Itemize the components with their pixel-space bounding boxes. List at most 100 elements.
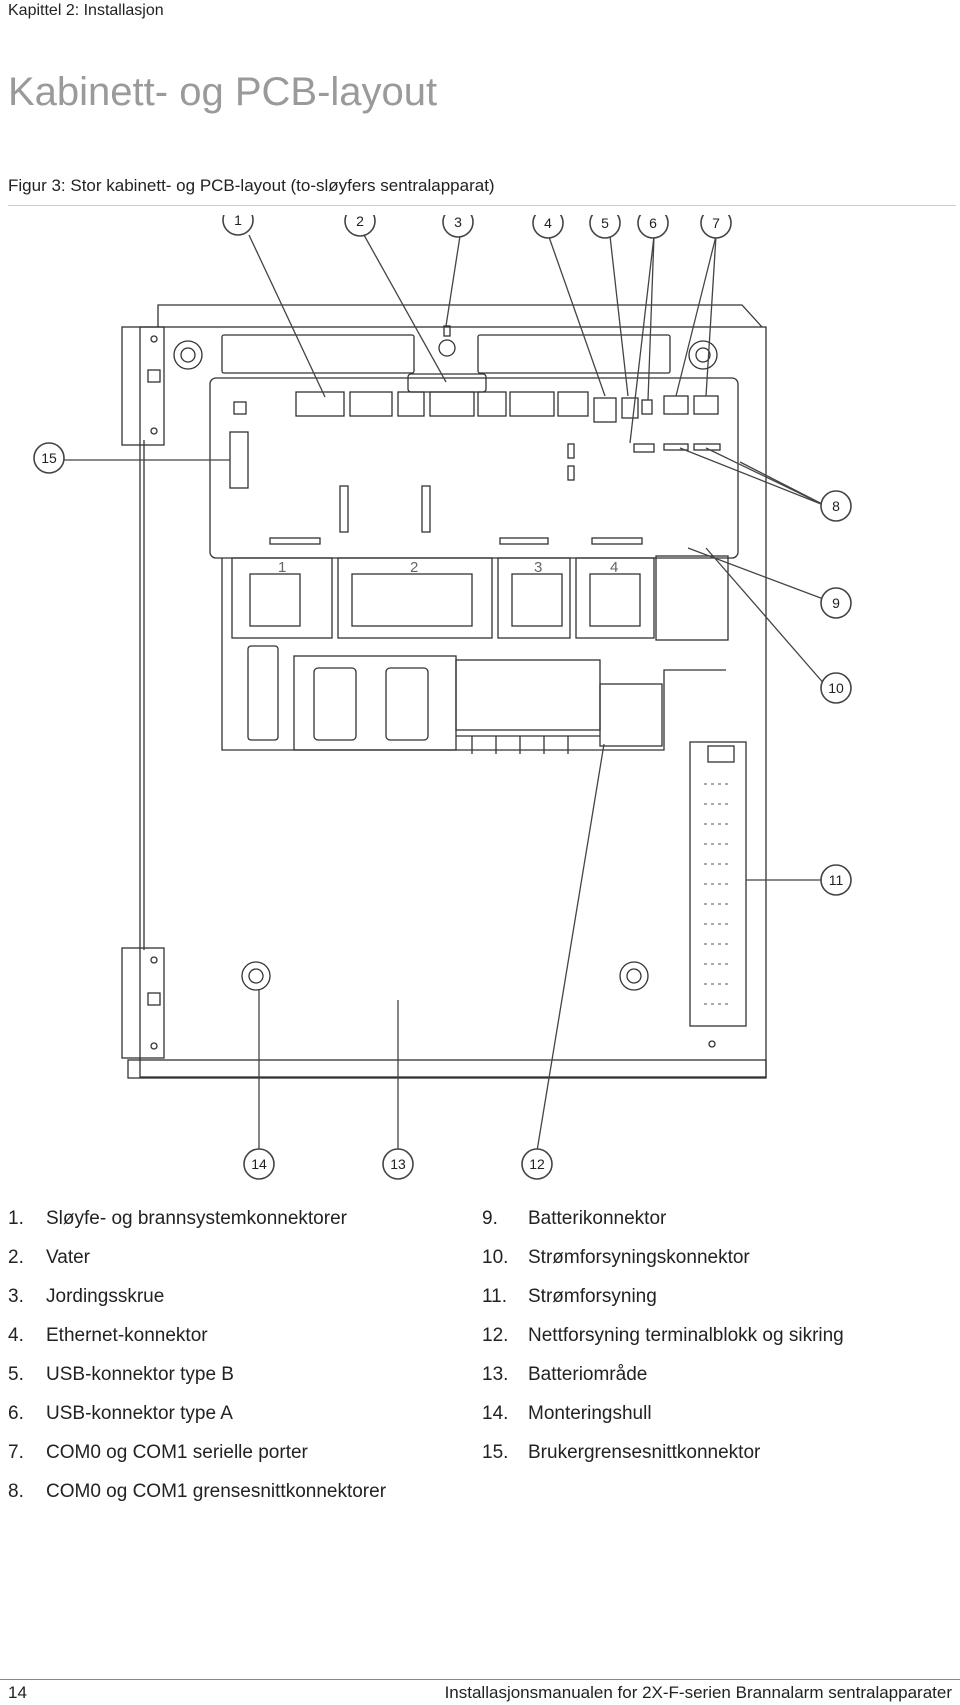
legend-num: 6. [8, 1403, 24, 1424]
com-header-1 [663, 443, 689, 451]
callout-12 [521, 1148, 553, 1180]
pcb-mark-3: 3 [534, 559, 542, 576]
callout-label-3: 3 [454, 215, 462, 230]
level-keyhole [438, 339, 456, 357]
com-header-2 [693, 443, 721, 451]
callout-label-8: 8 [832, 498, 840, 514]
legend-text: Sløyfe- og brannsystemkonnektorer [46, 1208, 347, 1229]
cabinet-top-edge [157, 304, 763, 328]
callout-label-13: 13 [390, 1156, 406, 1172]
legend-num: 4. [8, 1325, 24, 1346]
legend-text: Brukergrensesnittkonnektor [528, 1442, 761, 1463]
legend-left-5: 5. USB-konnektor type B [8, 1364, 234, 1386]
callout-14 [243, 1148, 275, 1180]
footer-divider [0, 1679, 960, 1680]
callout-label-12: 12 [529, 1156, 545, 1172]
loop-module-bay [231, 555, 729, 641]
legend-left-3: 3. Jordingsskrue [8, 1286, 164, 1308]
usb-a-header [633, 443, 655, 453]
legend-text: USB-konnektor type A [46, 1403, 233, 1424]
legend-num: 7. [8, 1442, 24, 1463]
legend-num: 3. [8, 1286, 24, 1307]
callout-11 [820, 864, 852, 896]
chapter-header: Kapittel 2: Installasjon [8, 2, 164, 19]
callout-2 [344, 215, 376, 237]
legend-text: Vater [46, 1247, 91, 1268]
legend-text: Batterikonnektor [528, 1208, 667, 1229]
callout-label-11: 11 [829, 872, 844, 888]
legend-right-9: 9.Batterikonnektor [482, 1208, 666, 1230]
page-title: Kabinett- og PCB-layout [8, 70, 438, 114]
pcb-lower-outline [221, 558, 726, 751]
module-plate [455, 659, 601, 731]
legend-num: 10. [482, 1247, 509, 1268]
pcb-mark-1: 1 [278, 559, 286, 576]
mounting-holes [173, 340, 718, 991]
cabinet-pcb-diagram: 1 2 3 4 [33, 215, 852, 1180]
legend-left-1: 1. Sløyfe- og brannsystemkonnektorer [8, 1208, 347, 1230]
legend-left-7: 7.COM0 og COM1 serielle porter [8, 1442, 308, 1464]
callout-5 [589, 215, 621, 239]
page-number: 14 [8, 1683, 27, 1702]
callout-label-6: 6 [649, 215, 657, 231]
legend-num: 13. [482, 1364, 509, 1385]
callout-10 [820, 672, 852, 704]
hinge-bottom [121, 947, 165, 1059]
caption-divider [8, 205, 956, 206]
legend-text: Strømforsyning [528, 1286, 657, 1307]
callout-label-15: 15 [41, 450, 57, 466]
legend-text: Batteriområde [528, 1364, 648, 1385]
knockout-right [477, 334, 671, 374]
figure-caption: Figur 3: Stor kabinett- og PCB-layout (t… [8, 176, 495, 195]
legend-text: USB-konnektor type B [46, 1364, 234, 1385]
legend-num: 15. [482, 1442, 509, 1463]
legend-left-6: 6. USB-konnektor type A [8, 1403, 233, 1425]
legend-num: 1. [8, 1208, 24, 1229]
legend-right-15: 15. Brukergrensesnittkonnektor [482, 1442, 760, 1464]
callout-label-4: 4 [544, 215, 552, 231]
cabinet-enclosure [139, 326, 767, 1078]
callout-label-14: 14 [251, 1156, 267, 1172]
pcb-top-tab [407, 373, 487, 393]
legend-text: Strømforsyningskonnektor [528, 1247, 750, 1268]
callout-15 [33, 442, 65, 474]
callout-9 [820, 587, 852, 619]
legend-num: 2. [8, 1247, 24, 1268]
legend-text: COM0 og COM1 grensesnittkonnektorer [46, 1481, 387, 1502]
callout-1 [222, 215, 254, 236]
cable-clamps [456, 735, 600, 754]
callout-leaders [64, 234, 827, 1152]
legend-num: 5. [8, 1364, 24, 1385]
ui-connector [229, 401, 249, 489]
callout-label-1: 1 [234, 215, 242, 228]
legend-right-10: 10. Strømforsyningskonnektor [482, 1247, 750, 1269]
cabinet-bottom-edge [127, 1059, 767, 1079]
pcb-mark-4: 4 [610, 559, 618, 576]
callout-6 [637, 215, 669, 239]
legend-right-14: 14.Monteringshull [482, 1403, 652, 1425]
mains-terminal-block [599, 683, 663, 747]
callout-8 [820, 490, 852, 522]
psu-screw [708, 1040, 716, 1048]
legend-num: 14. [482, 1403, 509, 1424]
port-connectors [593, 395, 719, 423]
hinge-top [121, 326, 165, 446]
pcb-mark-2: 2 [410, 559, 418, 576]
legend-left-8: 8. COM0 og COM1 grensesnittkonnektorer [8, 1481, 386, 1503]
callout-label-5: 5 [601, 215, 609, 231]
callout-3 [442, 215, 474, 238]
callout-label-2: 2 [356, 215, 364, 229]
knockout-left [221, 334, 415, 374]
legend-left-2: 2. Vater [8, 1247, 90, 1269]
level-mark [443, 325, 451, 337]
callout-markers [33, 215, 852, 1180]
legend-num: 11. [482, 1286, 508, 1307]
callout-13 [382, 1148, 414, 1180]
power-supply [689, 741, 747, 1027]
terminal-blocks [295, 391, 589, 417]
legend-text: Jordingsskrue [46, 1286, 165, 1307]
legend-num: 8. [8, 1481, 24, 1502]
legend-text: Ethernet-konnektor [46, 1325, 208, 1346]
legend-right-12: 12.Nettforsyning terminalblokk og sikrin… [482, 1325, 844, 1347]
callout-4 [532, 215, 564, 239]
